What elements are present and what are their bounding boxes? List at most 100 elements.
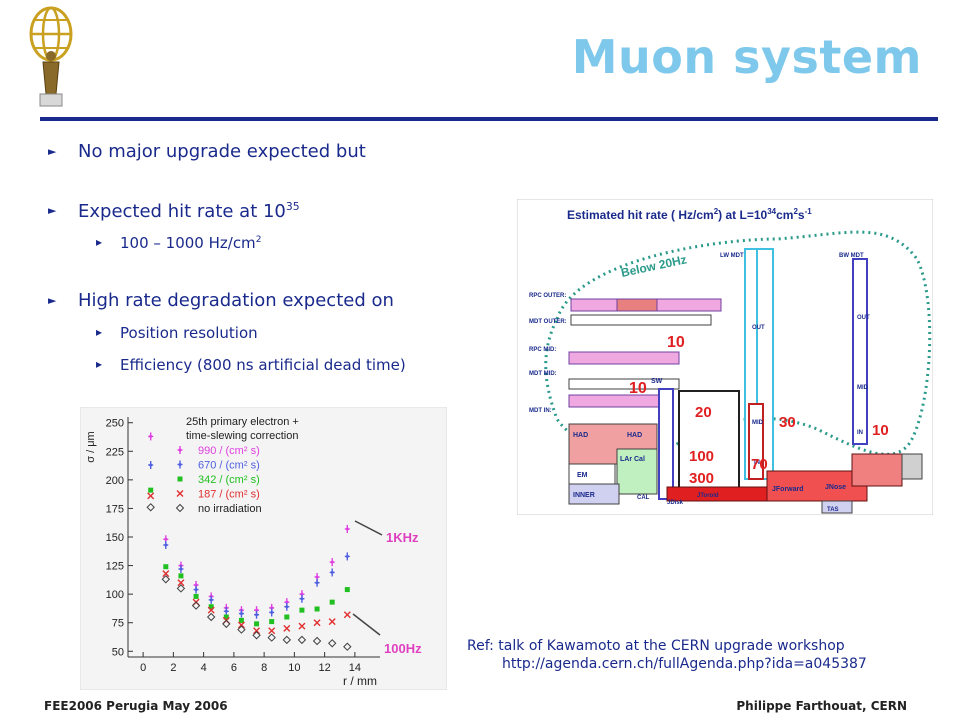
data-point-dot xyxy=(345,554,349,558)
data-point xyxy=(237,625,246,634)
sub-bullet-text: Efficiency (800 ns artificial dead time) xyxy=(120,356,406,374)
y-tick-label: 225 xyxy=(106,446,124,458)
legend-entry: no irradiation xyxy=(198,503,262,515)
annotation-label: 100Hz xyxy=(384,641,422,656)
data-point xyxy=(299,607,305,613)
x-tick-label: 8 xyxy=(261,662,267,674)
x-tick-label: 6 xyxy=(231,662,237,674)
legend-entry: 187 / (cm² s) xyxy=(198,489,260,501)
data-point xyxy=(178,565,184,573)
data-point-dot xyxy=(300,592,304,596)
triangle-bullet-icon: ► xyxy=(48,204,57,217)
reference-text: Ref: talk of Kawamoto at the CERN upgrad… xyxy=(467,638,845,654)
y-axis-label: σ / μm xyxy=(85,431,97,462)
y-tick-label: 100 xyxy=(106,589,124,601)
rate-label: 30 xyxy=(779,414,796,431)
data-point xyxy=(207,606,215,614)
triangle-bullet-icon: ► xyxy=(48,145,57,158)
data-point-dot xyxy=(178,463,182,466)
region-label: JNose xyxy=(825,484,846,491)
y-tick-label: 125 xyxy=(106,561,124,573)
data-point xyxy=(343,642,352,651)
data-point xyxy=(191,601,201,610)
region-label: LAr Cal xyxy=(620,456,645,463)
data-point xyxy=(269,608,275,617)
data-point xyxy=(206,612,216,622)
data-point-dot xyxy=(330,570,334,574)
triangle-bullet-icon: ► xyxy=(48,294,57,307)
rate-label: 20 xyxy=(695,404,712,421)
data-point xyxy=(177,579,185,587)
data-point-stroke xyxy=(268,627,276,635)
data-point xyxy=(177,476,183,482)
data-point xyxy=(283,624,291,632)
region-label: TAS xyxy=(827,507,839,513)
data-point-dot xyxy=(209,598,213,602)
exponent: 2 xyxy=(255,235,262,245)
data-point xyxy=(238,617,244,623)
data-point-stroke xyxy=(313,619,321,627)
reference-link[interactable]: http://agenda.cern.ch/fullAgenda.php?ida… xyxy=(502,656,867,672)
footer-author: Philippe Farthouat, CERN xyxy=(736,699,907,713)
data-point xyxy=(223,614,229,620)
data-point xyxy=(148,461,154,469)
rate-label: 10 xyxy=(667,334,685,351)
data-point-dot xyxy=(315,581,319,585)
rate-label: 300 xyxy=(689,470,714,487)
data-point-dot xyxy=(270,606,274,610)
data-point-stroke xyxy=(176,490,184,497)
x-tick-label: 10 xyxy=(288,662,300,674)
x-tick-label: 2 xyxy=(170,662,176,674)
chamber-label: OUT xyxy=(857,315,870,321)
region-label: EM xyxy=(577,472,588,479)
region-label: HAD xyxy=(573,432,588,439)
chamber-label: MID xyxy=(752,420,764,426)
data-point xyxy=(313,619,321,627)
data-point-stroke xyxy=(298,622,306,630)
data-point xyxy=(282,635,292,645)
region-label: CAL xyxy=(637,495,650,501)
region-label: JToroid xyxy=(697,493,719,499)
rate-label: 10 xyxy=(629,380,647,397)
atlas-logo-icon xyxy=(29,6,73,107)
legend-title: 25th primary electron + xyxy=(186,416,299,428)
legend-entry: 990 / (cm² s) xyxy=(198,445,260,457)
data-point-stroke xyxy=(343,611,351,619)
data-point xyxy=(284,602,290,611)
chamber-label: MDT MID: xyxy=(529,371,557,377)
data-point xyxy=(222,619,231,629)
data-point xyxy=(329,599,335,605)
caret-bullet-icon: ▸ xyxy=(96,357,103,371)
data-point xyxy=(237,621,245,629)
hit-rate-diagram: Estimated hit rate ( Hz/cm2) at L=1034cm… xyxy=(517,199,933,515)
caret-bullet-icon: ▸ xyxy=(96,235,103,249)
data-point-dot xyxy=(255,613,259,617)
data-point-dot xyxy=(224,609,228,613)
data-point-dot xyxy=(178,448,182,452)
legend-title: time-slewing correction xyxy=(186,430,298,442)
data-point xyxy=(178,573,184,579)
data-point-dot xyxy=(149,463,153,467)
data-point xyxy=(148,487,154,493)
rate-label: 70 xyxy=(751,456,768,473)
data-point xyxy=(238,609,244,618)
y-tick-label: 75 xyxy=(112,618,124,630)
chart-legend: 25th primary electron + time-slewing corr… xyxy=(175,416,299,515)
data-point xyxy=(344,587,350,593)
data-point-stroke xyxy=(177,579,185,587)
data-point xyxy=(344,525,350,533)
data-point xyxy=(329,558,335,567)
data-point xyxy=(161,575,171,584)
data-point-stroke xyxy=(147,492,155,500)
data-point-dot xyxy=(285,605,289,609)
exponent: 35 xyxy=(285,200,300,213)
title-divider xyxy=(40,117,938,121)
chamber-label: RPC OUTER: xyxy=(529,293,566,299)
chamber-label: LW MDT xyxy=(720,253,744,259)
data-point xyxy=(146,503,155,512)
data-point xyxy=(177,460,183,469)
sub-bullet-text: 100 – 1000 Hz/cm xyxy=(120,234,256,252)
chamber-label: OUT xyxy=(752,325,765,331)
data-point xyxy=(254,621,260,627)
